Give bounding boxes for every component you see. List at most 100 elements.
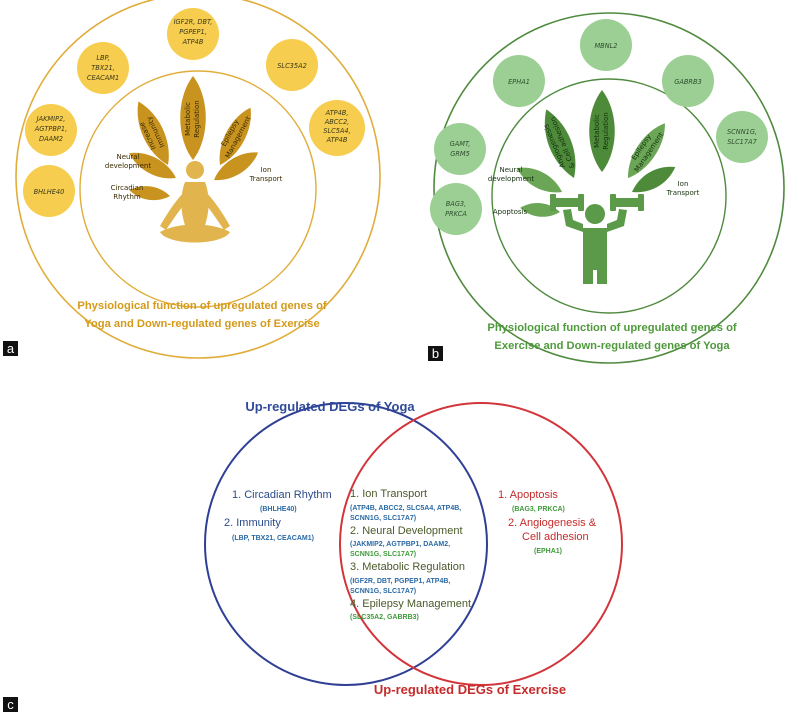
gene-label: GABRB3 — [674, 78, 701, 86]
leaf-label: Metabolic — [184, 102, 192, 136]
gene-circle-bag3 — [430, 183, 482, 235]
gene-circle-bhlhe40 — [23, 165, 75, 217]
gene-circle-scnn1g — [716, 111, 768, 163]
leaf-label: Transport — [249, 175, 283, 183]
panel-b-caption-line1: Physiological function of upregulated ge… — [487, 322, 737, 334]
exercise-figure-icon — [550, 194, 644, 284]
leaf-label: Apoptosis — [493, 208, 528, 216]
panel-a: IGF2R, DBT, PGPEP1, ATP4B LBP, TBX21, CE… — [3, 0, 381, 359]
gene-label: BHLHE40 — [34, 188, 65, 196]
venn-right-item2a: 2. Angiogenesis & — [508, 517, 597, 529]
venn-right-item2b: Cell adhesion — [522, 531, 589, 543]
leaf-label: Ion — [678, 180, 689, 188]
panel-b: MBNL2 EPHA1 GABRB3 GAMT, GRM5 SCNN1G, SL… — [428, 12, 785, 364]
gene-label: ATP4B — [326, 136, 348, 144]
venn-right-genes2: (EPHA1) — [534, 548, 562, 555]
venn-mid-genes1b: SCNN1G, SLC17A7) — [350, 515, 416, 522]
leaf-label: Neural — [116, 153, 139, 161]
gene-circle-slc35a2 — [266, 39, 318, 91]
venn-left-item2: 2. Immunity — [224, 517, 281, 529]
gene-circle-mbnl2 — [580, 19, 632, 71]
panel-b-inner-circle — [491, 78, 727, 314]
gene-label: ATP4B — [182, 38, 204, 46]
leaf-ion-transport-b — [632, 166, 676, 193]
panel-a-inner-circle — [79, 70, 317, 308]
venn-circle-yoga — [204, 402, 488, 686]
gene-label: MBNL2 — [594, 42, 617, 50]
leaf-ion-transport — [214, 152, 259, 181]
leaf-label: Rhythm — [113, 193, 141, 201]
gene-label: GRM5 — [450, 150, 470, 158]
venn-mid-item1: 1. Ion Transport — [350, 488, 427, 500]
gene-circle-epha1 — [493, 55, 545, 107]
gene-circle-igf2r — [167, 8, 219, 60]
gene-label: TBX21, — [91, 64, 115, 72]
venn-right-genes1: (BAG3, PRKCA) — [512, 506, 565, 513]
venn-title-exercise: Up-regulated DEGs of Exercise — [374, 682, 566, 697]
leaf-metabolic-regulation-b: Metabolic Regulation — [589, 90, 615, 172]
gene-circle-atp4b — [309, 100, 365, 156]
gene-label: JAKMIP2, — [35, 115, 66, 123]
gene-label: ATP4B, — [325, 109, 349, 117]
gene-circle-lbp — [77, 42, 129, 94]
venn-mid-item3: 3. Metabolic Regulation — [350, 561, 465, 573]
leaf-label: Neural — [499, 166, 522, 174]
venn-left-genes2: (LBP, TBX21, CEACAM1) — [232, 535, 314, 542]
gene-label: LBP, — [96, 54, 109, 62]
leaf-angiogenesis-b: Angiogenesis & Cell adhesion — [542, 109, 577, 178]
venn-mid-genes3b: SCNN1G, SLC17A7) — [350, 588, 416, 595]
leaf-label: Regulation — [193, 100, 201, 137]
panel-a-caption-line2: Yoga and Down-regulated genes of Exercis… — [84, 318, 319, 330]
leaf-label: Regulation — [602, 112, 610, 149]
leaf-increase-immunity: Increase Immunity — [137, 101, 169, 165]
gene-label: SLC5A4, — [323, 127, 350, 135]
venn-mid-genes4: (SLC35A2, GABRB3) — [350, 614, 419, 621]
gene-label: SCNN1G, — [727, 128, 757, 136]
leaf-metabolic-regulation: Metabolic Regulation — [180, 76, 206, 160]
venn-left-item1: 1. Circadian Rhythm — [232, 489, 332, 501]
gene-label: SLC35A2 — [277, 62, 307, 70]
panel-b-label-box — [428, 346, 443, 361]
gene-circle-gamt — [434, 123, 486, 175]
panel-c-label: c — [7, 697, 14, 712]
venn-right-item1: 1. Apoptosis — [498, 489, 558, 501]
gene-label: EPHA1 — [508, 78, 530, 86]
venn-mid-genes2a: (JAKMIP2, AGTPBP1, DAAM2, — [350, 541, 450, 548]
panel-a-label-box — [3, 341, 18, 356]
leaf-label: Transport — [666, 189, 700, 197]
venn-mid-genes1a: (ATP4B, ABCC2, SLC5A4, ATP4B, — [350, 505, 461, 512]
gene-label: PRKCA — [445, 210, 467, 218]
leaf-label: Ion — [261, 166, 272, 174]
leaf-label: Metabolic — [593, 114, 601, 148]
venn-title-yoga: Up-regulated DEGs of Yoga — [245, 399, 415, 414]
leaf-label: Circadian — [111, 184, 144, 192]
gene-label: GAMT, — [450, 140, 471, 148]
venn-circle-exercise — [339, 402, 623, 686]
panel-a-caption-line1: Physiological function of upregulated ge… — [77, 300, 327, 312]
gene-circle-jakmip2 — [25, 104, 77, 156]
leaf-circadian-rhythm — [129, 186, 170, 201]
panel-c: Up-regulated DEGs of Yoga Up-regulated D… — [3, 399, 623, 712]
gene-label: IGF2R, DBT, — [174, 18, 213, 26]
leaf-label: development — [105, 162, 151, 170]
gene-label: BAG3, — [446, 200, 466, 208]
venn-mid-item4: 4. Epilepsy Management — [350, 598, 471, 610]
gene-label: SLC17A7 — [727, 138, 757, 146]
gene-circle-gabrb3 — [662, 55, 714, 107]
venn-mid-genes3a: (IGF2R, DBT, PGPEP1, ATP4B, — [350, 578, 450, 585]
panel-b-label: b — [432, 346, 439, 361]
leaf-neural-development-b — [516, 167, 562, 193]
meditation-figure-icon — [160, 161, 230, 243]
venn-mid-item2: 2. Neural Development — [350, 525, 463, 537]
panel-b-caption-line2: Exercise and Down-regulated genes of Yog… — [494, 340, 730, 352]
leaf-neural-development — [129, 152, 176, 179]
panel-c-label-box — [3, 697, 18, 712]
panel-a-outer-circle — [15, 0, 381, 359]
gene-label: AGTPBP1, — [34, 125, 67, 133]
gene-label: ABCC2, — [324, 118, 350, 126]
gene-label: PGPEP1, — [179, 28, 207, 36]
leaf-label: development — [488, 175, 534, 183]
venn-mid-genes2b: SCNN1G, SLC17A7) — [350, 551, 416, 558]
panel-a-label: a — [7, 341, 15, 356]
